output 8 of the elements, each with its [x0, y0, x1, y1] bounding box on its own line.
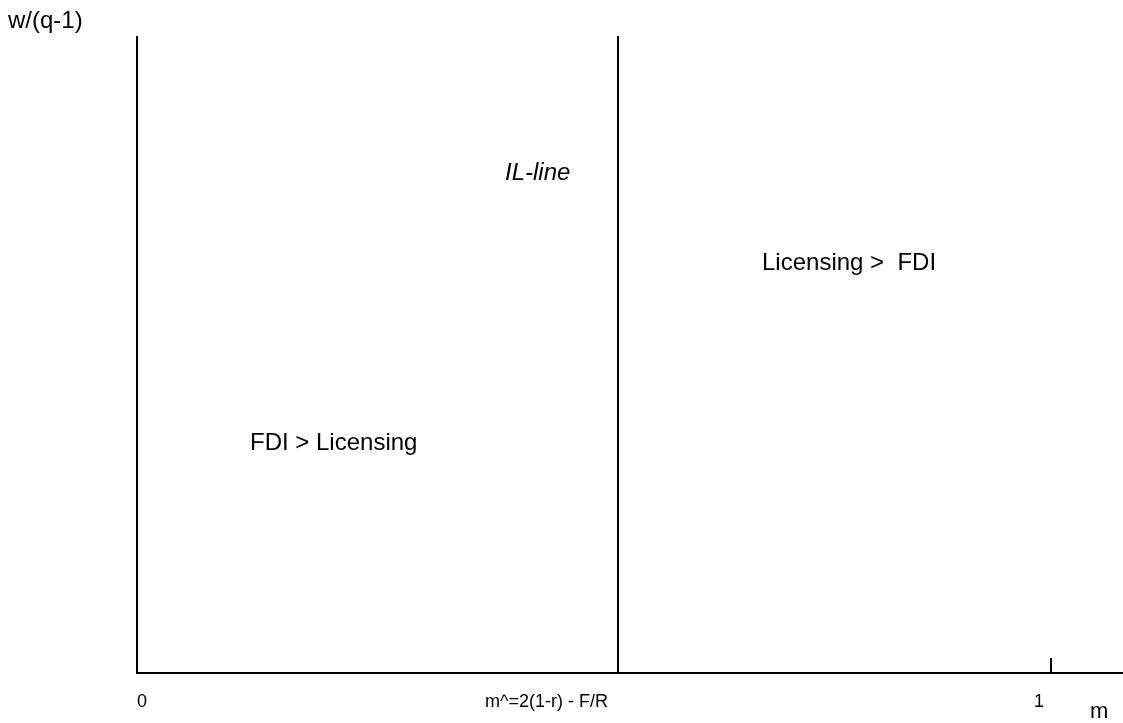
- region-label: FDI > Licensing: [250, 430, 418, 454]
- tick-label: m^=2(1-r) - F/R: [485, 692, 608, 710]
- axis-label: m: [1090, 700, 1109, 722]
- line-label: IL-line: [505, 160, 571, 184]
- region-label: Licensing > FDI: [762, 250, 937, 274]
- tick-label: 1: [1034, 692, 1044, 710]
- axis-label: w/(q-1): [8, 8, 83, 32]
- tick-label: 0: [137, 692, 147, 710]
